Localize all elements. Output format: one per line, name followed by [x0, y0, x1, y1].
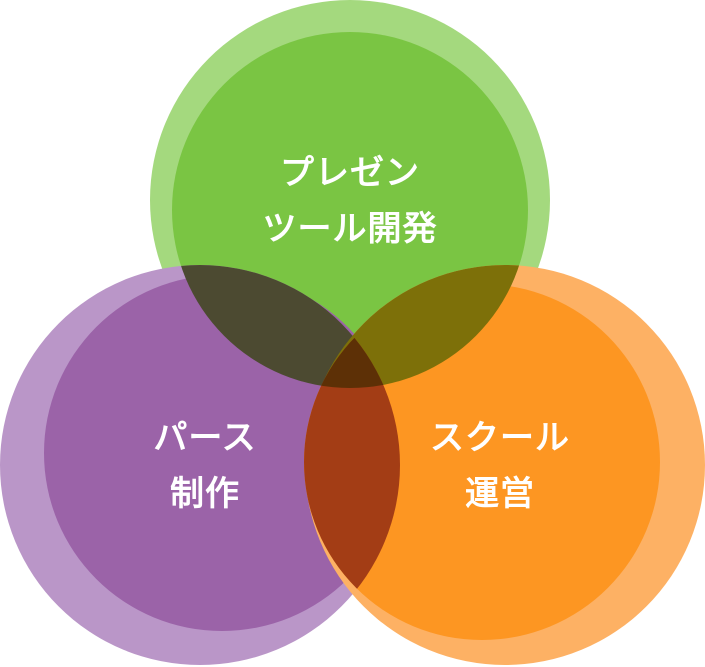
label-perspective-production: パース 制作	[55, 410, 355, 522]
label-left-line2: 制作	[170, 474, 240, 514]
label-right-line1: スクール	[430, 418, 570, 458]
label-left-line1: パース	[153, 418, 257, 458]
label-right-line2: 運営	[465, 474, 535, 514]
overlap-green-orange	[305, 265, 528, 388]
overlap-green-purple	[172, 265, 400, 388]
label-school-management: スクール 運営	[350, 410, 650, 522]
label-top-line1: プレゼン	[280, 153, 420, 193]
label-top-line2: ツール開発	[262, 209, 438, 249]
label-presentation-tool-development: プレゼン ツール開発	[200, 145, 500, 257]
